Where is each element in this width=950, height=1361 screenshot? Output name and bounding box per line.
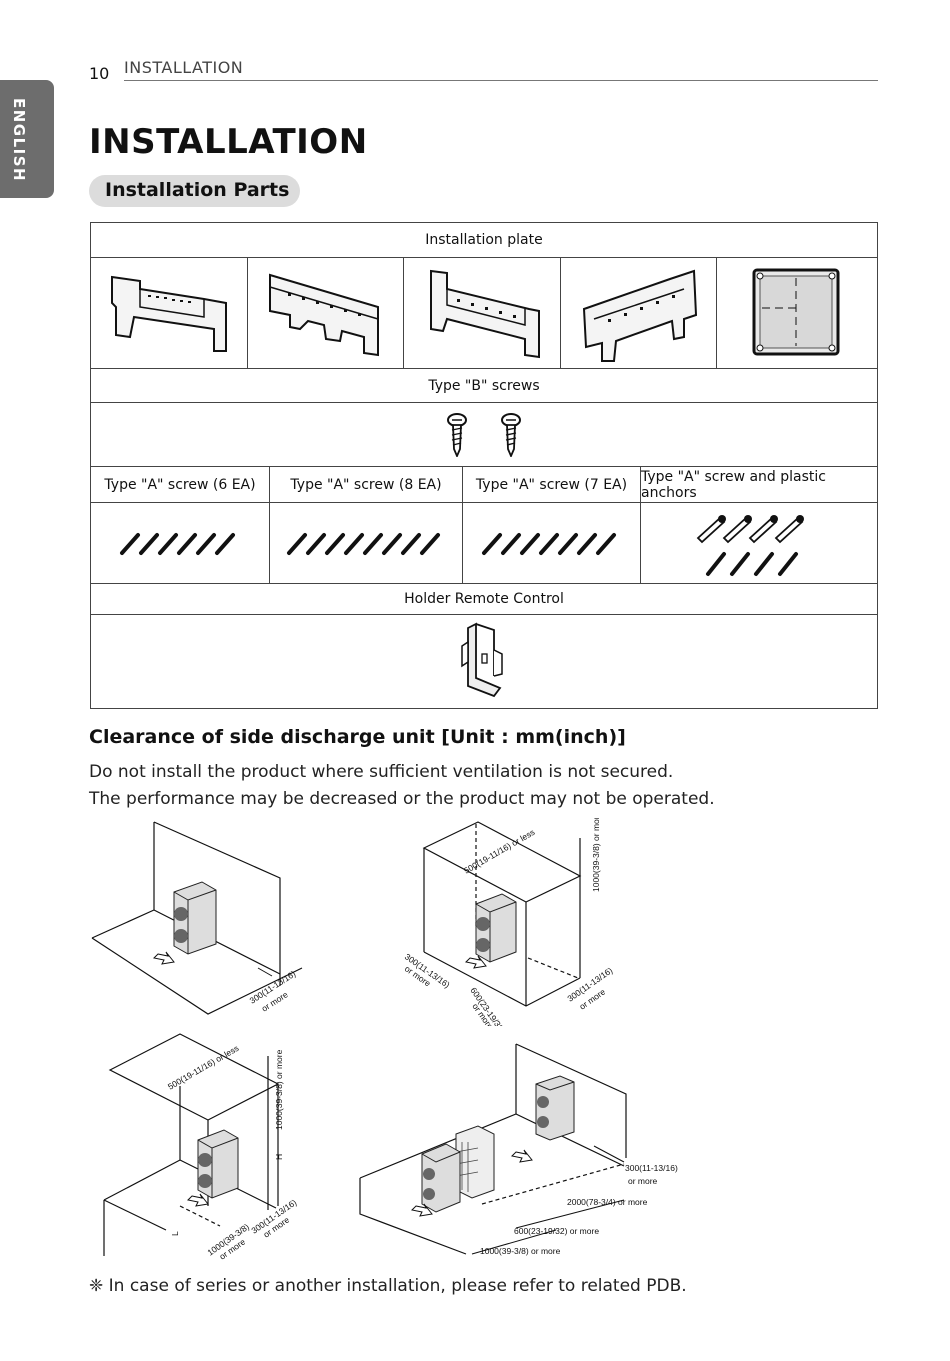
table-row: Type "A" screw (6 EA) Type "A" screw (8 … xyxy=(91,467,877,503)
installation-plate-square-icon xyxy=(752,268,840,356)
outdoor-unit-grille-icon xyxy=(455,1125,495,1199)
dimension-label: or more xyxy=(628,1176,658,1186)
type-b-screw-icon xyxy=(501,412,521,457)
dimension-label: 600(23-19/32) or more xyxy=(514,1226,599,1236)
type-a-6ea-header: Type "A" screw (6 EA) xyxy=(91,467,270,502)
installation-plate-2-icon xyxy=(269,273,380,357)
plate-2-cell xyxy=(248,258,405,368)
clearance-line-1: Do not install the product where suffici… xyxy=(89,762,674,782)
dimension-label: 500(19-11/16) or less xyxy=(166,1043,240,1092)
type-a-8ea-header: Type "A" screw (8 EA) xyxy=(270,467,463,502)
clearance-diagram-series-units: 300(11-13/16) or more 2000(78-3/4) or mo… xyxy=(359,1043,678,1256)
table-row xyxy=(91,403,877,467)
installation-plate-3-icon xyxy=(430,269,541,359)
table-row: Holder Remote Control xyxy=(91,584,877,615)
plate-3-cell xyxy=(404,258,561,368)
outdoor-unit-icon xyxy=(535,1075,575,1141)
type-b-screws-header: Type "B" screws xyxy=(428,377,540,394)
header-rule xyxy=(124,80,878,81)
type-a-screws-8-icon xyxy=(287,533,440,555)
outdoor-unit-icon xyxy=(475,893,517,963)
plate-5-cell xyxy=(717,258,877,368)
language-tab: ENGLISH xyxy=(0,80,54,198)
type-a-screws-6-icon xyxy=(120,533,235,555)
remote-control-holder-icon xyxy=(461,622,503,698)
outdoor-unit-icon xyxy=(197,1129,239,1199)
type-a-7ea-header: Type "A" screw (7 EA) xyxy=(463,467,641,502)
dimension-label: 2000(78-3/4) or more xyxy=(567,1197,648,1207)
page-number: 10 xyxy=(89,64,110,83)
holder-remote-cell xyxy=(91,615,877,709)
outdoor-unit-icon xyxy=(421,1143,461,1213)
type-b-screws-cell xyxy=(91,403,877,466)
table-row xyxy=(91,615,877,709)
plate-1-cell xyxy=(91,258,248,368)
table-row: Installation plate xyxy=(91,223,877,258)
dimension-label: 1000(39-3/8) or more xyxy=(591,818,601,892)
installation-parts-table: Installation plate xyxy=(90,222,878,709)
airflow-arrow-icon xyxy=(186,1193,209,1207)
dimension-label: 300(11-13/16) xyxy=(625,1163,678,1173)
clearance-title: Clearance of side discharge unit [Unit :… xyxy=(89,726,626,748)
table-row xyxy=(91,258,877,369)
dimension-label: H xyxy=(274,1154,284,1160)
clearance-diagram-overhead-wall: 500(19-11/16) or less 1000(39-3/8) or mo… xyxy=(103,1033,299,1262)
dimension-label: 1000(39-3/8) or more xyxy=(480,1246,561,1256)
page-title: INSTALLATION xyxy=(89,122,368,162)
type-b-screw-icon xyxy=(447,412,467,457)
type-a-anchors-cell xyxy=(641,503,877,583)
table-row xyxy=(91,503,877,584)
section-pill: Installation Parts xyxy=(89,175,300,207)
airflow-arrow-icon xyxy=(510,1149,533,1163)
installation-plate-4-icon xyxy=(582,269,697,362)
holder-remote-header: Holder Remote Control xyxy=(404,591,564,607)
running-header: INSTALLATION xyxy=(124,58,244,77)
type-a-6ea-cell xyxy=(91,503,270,583)
dimension-label: 1000(39-3/8) or more xyxy=(274,1049,284,1130)
language-tab-label: ENGLISH xyxy=(10,98,28,183)
clearance-line-2: The performance may be decreased or the … xyxy=(89,789,715,809)
installation-plate-1-icon xyxy=(110,275,227,352)
table-row: Type "B" screws xyxy=(91,369,877,403)
dimension-label: 500(19-11/16) or less xyxy=(462,827,536,876)
footnote: ❈ In case of series or another installat… xyxy=(89,1276,687,1296)
airflow-arrow-icon xyxy=(152,951,175,965)
plate-4-cell xyxy=(561,258,718,368)
clearance-diagram-single-wall: 300(11-13/16) or more xyxy=(91,821,303,1015)
screws-and-plastic-anchors-icon xyxy=(696,515,804,576)
dimension-label: L xyxy=(170,1231,180,1236)
type-a-screws-7-icon xyxy=(482,533,616,555)
type-a-7ea-cell xyxy=(463,503,641,583)
type-a-8ea-cell xyxy=(270,503,463,583)
clearance-diagram-three-walls: 500(19-11/16) or less 1000(39-3/8) or mo… xyxy=(403,818,615,1026)
installation-plate-header: Installation plate xyxy=(425,232,543,248)
airflow-arrow-icon xyxy=(464,955,487,969)
outdoor-unit-icon xyxy=(173,881,217,955)
type-a-anchors-header: Type "A" screw and plastic anchors xyxy=(641,468,826,501)
airflow-arrow-icon xyxy=(410,1203,433,1217)
